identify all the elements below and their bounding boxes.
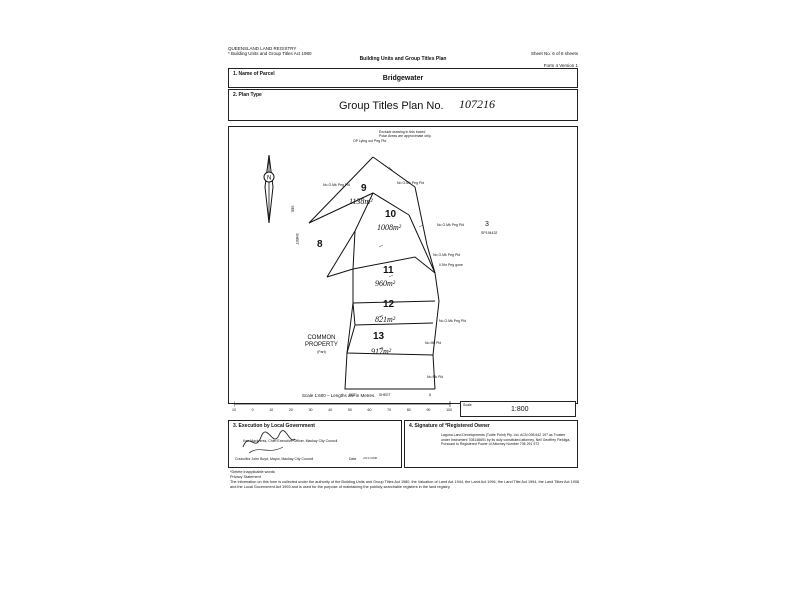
scale-tick: 30: [308, 408, 313, 412]
common-property-line3: (Part): [317, 350, 326, 354]
scale-caption: Scale 1:600 – Lengths are in Metres.: [302, 393, 376, 398]
footer-privacy-text: The information on this form is collecte…: [230, 480, 580, 489]
scale-row: Scale 1:600 – Lengths are in Metres. 10 …: [228, 393, 576, 417]
lot-13-number: 13: [373, 331, 385, 342]
survey-plan-svg: N: [263, 154, 440, 390]
scale-box-value: 1:800: [511, 406, 529, 413]
lot-11-area: 960m²: [375, 279, 396, 288]
sheet-info-block: Sheet No. 6 of 6 sheets Form 4 Version 1: [531, 48, 578, 72]
registry-name: QUEENSLAND LAND REGISTRY: [228, 46, 297, 51]
peg-label: OP Lying out Peg Pld: [353, 139, 387, 143]
peg-label: No Mk Pld: [427, 375, 444, 379]
form-version: Form 4 Version 1: [543, 63, 578, 68]
scale-tick: 40: [328, 408, 333, 412]
lot-12-area: 821m²: [375, 315, 396, 324]
local-government-execution-box: 3. Execution by Local Government Ken Mac…: [228, 420, 402, 468]
registry-act: * Building Units and Group Titles Act 19…: [228, 51, 312, 56]
scale-bar: [234, 401, 451, 407]
footer: *Delete inapplicable words Privacy State…: [230, 470, 580, 490]
scale-tick: 60: [367, 408, 372, 412]
svg-text:N: N: [267, 176, 271, 182]
registered-owner-label: 4. Signature of *Registered Owner: [409, 423, 490, 429]
registered-owner-text: Laguna Land Developments (Turtle Point) …: [441, 433, 571, 447]
lot-12-number: 12: [383, 299, 395, 310]
signature-icon: [242, 430, 296, 454]
lot-boundaries: [308, 156, 440, 390]
lot-9-area: 1138m²: [349, 197, 373, 206]
peg-label: No O.Mk Peg Pld: [397, 181, 425, 185]
parcel-name-box: 1. Name of Parcel Bridgewater: [228, 68, 578, 88]
lot-8-number: 8: [317, 239, 323, 250]
see-sheet-bottom-sheet: SHEET: [379, 393, 391, 397]
execution-label: 3. Execution by Local Government: [233, 423, 315, 429]
scale-tick: 10: [269, 408, 274, 412]
parcel-name-value: Bridgewater: [382, 75, 424, 82]
lot-3-number: 3: [485, 221, 489, 228]
plan-drawing-box: Exclude drawing in this boxed Polar Area…: [228, 126, 578, 404]
scale-tick: 100: [446, 408, 452, 412]
footer-delete-note: *Delete inapplicable words: [230, 470, 275, 474]
lot-11-number: 11: [383, 265, 394, 276]
common-property-line1: COMMON: [307, 335, 336, 341]
scale-box-label: Scale: [463, 403, 472, 407]
scale-tick: 90: [426, 408, 431, 412]
registered-owner-box: 4. Signature of *Registered Owner Laguna…: [404, 420, 578, 468]
drawing-note-2: Polar Areas are approximate only.: [379, 134, 432, 138]
scale-tick: 10: [232, 408, 236, 412]
see-sheet-bottom-number: 8: [429, 393, 431, 397]
plan-type-value: Group Titles Plan No.: [339, 100, 444, 112]
peg-label: No O.Mk Peg Pld: [323, 183, 351, 187]
lot-9-number: 9: [361, 183, 367, 194]
plan-type-label: 2. Plan Type: [233, 92, 262, 98]
peg-label: No O.Mk Peg Pld: [437, 223, 465, 227]
peg-gone-label: 0.5hr Peg gone: [439, 263, 463, 267]
sheet-number: Sheet No. 6 of 6 sheets: [530, 51, 578, 56]
scale-tick: 20: [288, 408, 293, 412]
parcel-name-label: 1. Name of Parcel: [233, 71, 275, 77]
date-value: 20/1/2006: [363, 456, 378, 460]
drawing-note-1: Exclude drawing in this boxed: [379, 130, 426, 134]
peg-label: No Mk Pld: [425, 341, 442, 345]
scale-box: Scale 1:800: [460, 401, 576, 417]
peg-label: No O.Mk Peg Pld: [433, 253, 461, 257]
councillor-mayor: Councillor John Boyd, Mayor, Mackay City…: [235, 457, 314, 461]
lot-3-plan-ref: SP194432: [481, 231, 498, 235]
scale-tick: 80: [406, 408, 411, 412]
common-property-label: COMMON PROPERTY (Part): [305, 335, 338, 356]
registry-header: QUEENSLAND LAND REGISTRY * Building Unit…: [228, 46, 312, 56]
scale-tick: 70: [387, 408, 392, 412]
dimension-marks: [378, 166, 424, 350]
lot-13-area: 917m²: [371, 347, 392, 356]
footer-privacy-heading: Privacy Statement: [230, 475, 261, 479]
see-sheet-bottom-see: SEE: [349, 393, 357, 397]
date-label: Date: [349, 457, 357, 461]
peg-label: No O.Mk Peg Pld: [439, 319, 467, 323]
plan-type-box: 2. Plan Type Group Titles Plan No. 10721…: [228, 89, 578, 121]
chief-executive-officer: Ken Mackrerss, Chief Executive Officer, …: [243, 439, 338, 443]
scale-ticks: 10 0 10 20 30 40 50 60 70 80 90 100: [232, 408, 452, 412]
north-arrow-icon: N: [263, 154, 275, 224]
scale-tick: 0: [251, 408, 254, 412]
lot-10-area: 1008m²: [377, 223, 402, 232]
common-property-line2: PROPERTY: [305, 342, 338, 348]
see-sheet-left-sheet: SHEET: [294, 233, 299, 245]
lot-10-number: 10: [385, 209, 397, 220]
see-sheet-left-see: SEE: [290, 205, 295, 213]
form-title: Building Units and Group Titles Plan: [359, 56, 447, 62]
form-sheet: QUEENSLAND LAND REGISTRY * Building Unit…: [222, 40, 584, 596]
scale-tick: 50: [347, 408, 352, 412]
plan-number-handwritten: 107216: [459, 97, 495, 111]
